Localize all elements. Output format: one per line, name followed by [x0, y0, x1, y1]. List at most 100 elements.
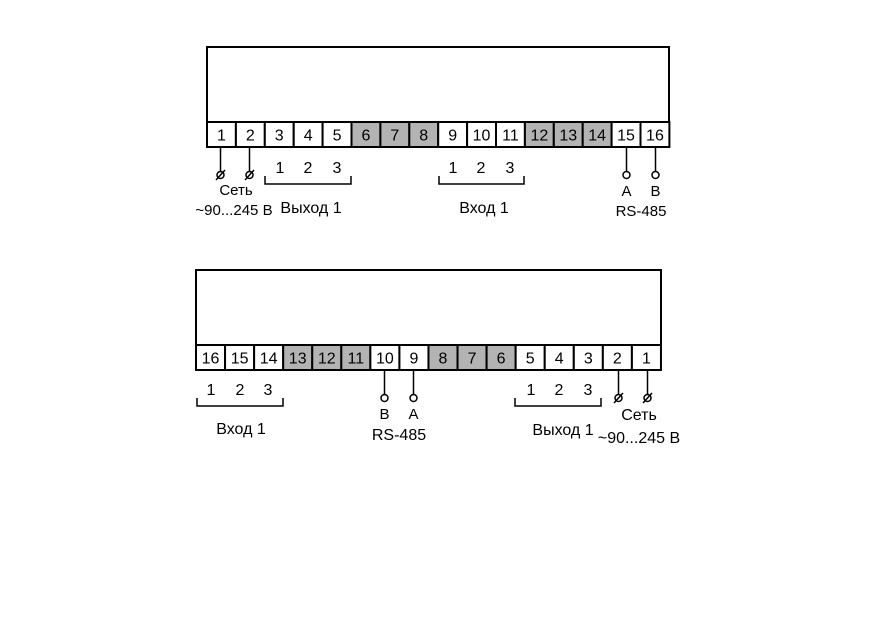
bottom-terminal-number: 13	[289, 351, 307, 368]
top-terminal-number: 8	[419, 128, 428, 145]
bottom-input-bracket	[196, 398, 284, 407]
bottom-output-label: Выход 1	[532, 422, 593, 439]
bottom-terminal-number: 15	[231, 351, 249, 368]
bottom-terminal-number: 4	[555, 351, 564, 368]
top-output-num: 2	[304, 160, 313, 177]
top-rs485-terminals	[622, 147, 660, 180]
top-terminal-number: 14	[588, 128, 606, 145]
bottom-output-num: 2	[555, 382, 564, 399]
bottom-terminal-16: 16	[195, 344, 227, 371]
bottom-terminal-box	[195, 344, 227, 371]
bottom-terminal-12: 12	[311, 344, 343, 371]
bottom-terminal-1: 1	[630, 344, 662, 371]
bottom-terminal-15: 15	[224, 344, 256, 371]
top-input-num: 2	[477, 160, 486, 177]
top-device-body	[206, 46, 670, 123]
bottom-terminal-number: 6	[497, 351, 506, 368]
top-terminal-number: 11	[502, 128, 519, 145]
bottom-terminal-9: 9	[398, 344, 430, 371]
top-terminal-3: 3	[263, 121, 295, 148]
bottom-terminal-number: 7	[468, 351, 477, 368]
bottom-rs485-label: RS-485	[372, 427, 426, 444]
top-output-num: 3	[333, 160, 342, 177]
top-terminal-number: 10	[473, 128, 491, 145]
bottom-terminal-number: 9	[409, 351, 418, 368]
bottom-output-num: 3	[584, 382, 593, 399]
top-terminal-box	[263, 121, 295, 148]
top-terminal-6: 6	[350, 121, 382, 148]
bottom-output-num: 1	[527, 382, 536, 399]
top-power-label: Сеть	[219, 182, 253, 199]
top-terminal-number: 4	[304, 128, 313, 145]
bottom-rs485-a: A	[408, 406, 418, 423]
top-terminal-number: 15	[617, 128, 635, 145]
top-terminal-14: 14	[581, 121, 613, 148]
bottom-terminal-box	[456, 344, 488, 371]
bottom-terminal-number: 12	[318, 351, 336, 368]
bottom-terminal-strip: 16 15 14 13 12 11 10 9 8 7 6 5 4 3 2 1	[195, 344, 662, 371]
top-power-range: ~90...245 В	[195, 202, 272, 219]
top-output-bracket	[264, 176, 352, 185]
bottom-terminal-number: 11	[348, 351, 365, 368]
bottom-input-num: 3	[264, 382, 273, 399]
top-terminal-13: 13	[552, 121, 584, 148]
top-rs485-label: RS-485	[616, 203, 667, 220]
top-rs485-b: B	[650, 183, 660, 200]
top-terminal-number: 12	[530, 128, 548, 145]
bottom-terminal-number: 16	[202, 351, 220, 368]
top-terminal-16: 16	[639, 121, 671, 148]
bottom-input-num: 2	[236, 382, 245, 399]
top-terminal-10: 10	[466, 121, 498, 148]
bottom-terminal-number: 8	[439, 351, 448, 368]
bottom-terminal-number: 14	[260, 351, 278, 368]
bottom-terminal-8: 8	[427, 344, 459, 371]
top-terminal-number: 7	[390, 128, 399, 145]
top-terminal-number: 5	[333, 128, 342, 145]
bottom-terminal-11: 11	[340, 344, 372, 371]
top-terminal-12: 12	[523, 121, 555, 148]
bottom-output-bracket	[514, 398, 602, 407]
top-terminal-number: 2	[246, 128, 255, 145]
bottom-terminal-2: 2	[601, 344, 633, 371]
top-terminal-number: 6	[361, 128, 370, 145]
top-terminal-number: 16	[646, 128, 664, 145]
bottom-terminal-5: 5	[514, 344, 546, 371]
bottom-terminal-10: 10	[369, 344, 401, 371]
top-output-label: Выход 1	[280, 200, 341, 217]
bottom-terminal-4: 4	[543, 344, 575, 371]
top-terminal-number: 1	[217, 128, 226, 145]
bottom-terminal-number: 10	[376, 351, 394, 368]
bottom-terminal-number: 2	[613, 351, 622, 368]
bottom-terminal-3: 3	[572, 344, 604, 371]
top-terminal-2: 2	[234, 121, 266, 148]
bottom-terminal-number: 1	[642, 351, 651, 368]
bottom-terminal-box	[224, 344, 256, 371]
bottom-terminal-number: 5	[526, 351, 535, 368]
top-terminal-box	[321, 121, 353, 148]
top-terminal-box	[437, 121, 469, 148]
top-terminal-box	[234, 121, 266, 148]
bottom-power-terminals	[613, 370, 653, 404]
bottom-power-range: ~90...245 В	[598, 430, 680, 447]
top-terminal-box	[466, 121, 498, 148]
top-input-num: 1	[449, 160, 458, 177]
top-terminal-box	[408, 121, 440, 148]
top-terminal-4: 4	[292, 121, 324, 148]
top-input-num: 3	[506, 160, 515, 177]
bottom-rs485-terminals	[380, 370, 418, 403]
top-terminal-11: 11	[495, 121, 526, 148]
top-terminal-9: 9	[437, 121, 469, 148]
bottom-terminal-box	[630, 344, 662, 371]
bottom-input-label: Вход 1	[216, 421, 266, 438]
bottom-device-body	[195, 269, 662, 346]
top-terminal-number: 9	[448, 128, 457, 145]
bottom-terminal-number: 3	[584, 351, 593, 368]
bottom-terminal-6: 6	[485, 344, 517, 371]
bottom-terminal-box	[601, 344, 633, 371]
top-terminal-7: 7	[379, 121, 411, 148]
top-terminal-number: 3	[275, 128, 284, 145]
